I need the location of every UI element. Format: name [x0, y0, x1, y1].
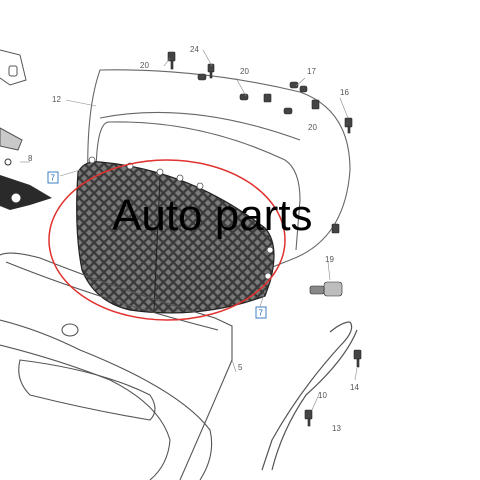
highlight-ellipse [48, 159, 286, 321]
bumper-body-part [0, 252, 233, 480]
callout-24: 24 [190, 45, 199, 54]
callout-17: 17 [307, 67, 316, 76]
callout-20-top: 20 [140, 61, 149, 70]
callout-7-left: 7 [51, 174, 56, 183]
watermark-text: Auto parts [112, 191, 313, 240]
callout-7-right: 7 [259, 309, 264, 318]
bracket-part [0, 49, 27, 86]
grille-mesh-insert [76, 156, 275, 314]
callout-box-7-right [255, 306, 267, 319]
callout-20-mid: 20 [240, 67, 249, 76]
callout-16: 16 [340, 88, 349, 97]
callout-12: 12 [52, 95, 61, 104]
fasteners-group [167, 51, 362, 427]
side-trim-part [261, 321, 358, 471]
callout-13: 13 [332, 424, 341, 433]
callout-14: 14 [350, 383, 359, 392]
callout-20-right: 20 [308, 123, 317, 132]
callout-19: 19 [325, 255, 334, 264]
grille-surround-part [87, 69, 351, 269]
emblem-bracket-part [0, 127, 52, 210]
callout-box-7-left [47, 171, 59, 184]
callout-8: 8 [28, 154, 33, 163]
callout-5: 5 [238, 363, 243, 372]
leader-lines [20, 49, 358, 411]
callout-10: 10 [318, 391, 327, 400]
